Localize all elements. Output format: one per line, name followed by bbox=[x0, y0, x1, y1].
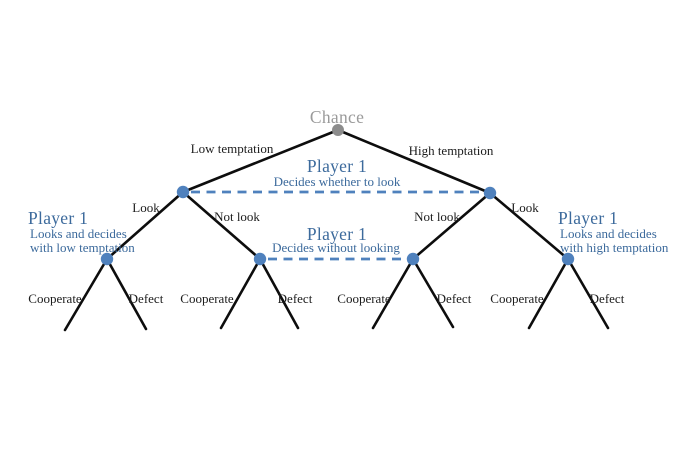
edge-left-look bbox=[105, 190, 185, 261]
player1-node-high bbox=[483, 186, 497, 200]
branch-label-high-temptation: High temptation bbox=[409, 143, 494, 158]
branch-label-not-look-left: Not look bbox=[214, 209, 260, 224]
branch-label-look-right: Look bbox=[511, 200, 539, 215]
left-caption-player: Player 1 bbox=[28, 208, 88, 228]
chance-node-label: Chance bbox=[310, 107, 364, 127]
branch-label-defect-2: Defect bbox=[278, 291, 313, 306]
left-caption-line2: with low temptation bbox=[30, 240, 135, 255]
info-set-middle-player: Player 1 bbox=[307, 224, 367, 244]
edge-n2-defect bbox=[258, 257, 300, 330]
player1-node-notlook-low bbox=[253, 252, 267, 266]
branch-label-cooperate-3: Cooperate bbox=[337, 291, 391, 306]
branch-label-look-left: Look bbox=[132, 200, 160, 215]
edge-n1-cooperate bbox=[63, 257, 109, 332]
right-caption-player: Player 1 bbox=[558, 208, 618, 228]
left-caption-line1: Looks and decides bbox=[30, 226, 127, 241]
tree-nodes bbox=[100, 124, 575, 266]
player1-node-low bbox=[176, 185, 190, 199]
edge-n2-cooperate bbox=[219, 257, 262, 330]
player1-node-look-high bbox=[561, 252, 575, 266]
player1-node-notlook-high bbox=[406, 252, 420, 266]
branch-label-defect-4: Defect bbox=[590, 291, 625, 306]
edge-chance-low bbox=[181, 128, 340, 194]
edge-right-look bbox=[488, 191, 570, 261]
branch-label-defect-1: Defect bbox=[129, 291, 164, 306]
edge-n4-cooperate bbox=[527, 257, 570, 330]
branch-label-cooperate-2: Cooperate bbox=[180, 291, 234, 306]
edge-chance-high bbox=[336, 128, 492, 195]
edge-left-not-look bbox=[181, 190, 262, 261]
info-set-middle-description: Decides without looking bbox=[272, 240, 400, 255]
branch-label-low-temptation: Low temptation bbox=[191, 141, 274, 156]
edge-right-not-look bbox=[411, 191, 492, 261]
chance-node bbox=[332, 124, 344, 136]
information-sets bbox=[191, 190, 482, 261]
info-set-top-player: Player 1 bbox=[307, 156, 367, 176]
right-caption-line1: Looks and decides bbox=[560, 226, 657, 241]
player1-node-look-low bbox=[100, 252, 114, 266]
right-caption-line2: with high temptation bbox=[560, 240, 669, 255]
branch-label-defect-3: Defect bbox=[437, 291, 472, 306]
info-set-top-description: Decides whether to look bbox=[274, 174, 401, 189]
tree-edges bbox=[63, 128, 610, 332]
branch-label-not-look-right: Not look bbox=[414, 209, 460, 224]
edge-n3-defect bbox=[411, 257, 455, 329]
edge-n4-defect bbox=[566, 257, 610, 330]
edge-n1-defect bbox=[105, 257, 148, 331]
branch-label-cooperate-4: Cooperate bbox=[490, 291, 544, 306]
branch-label-cooperate-1: Cooperate bbox=[28, 291, 82, 306]
edge-n3-cooperate bbox=[371, 257, 415, 330]
